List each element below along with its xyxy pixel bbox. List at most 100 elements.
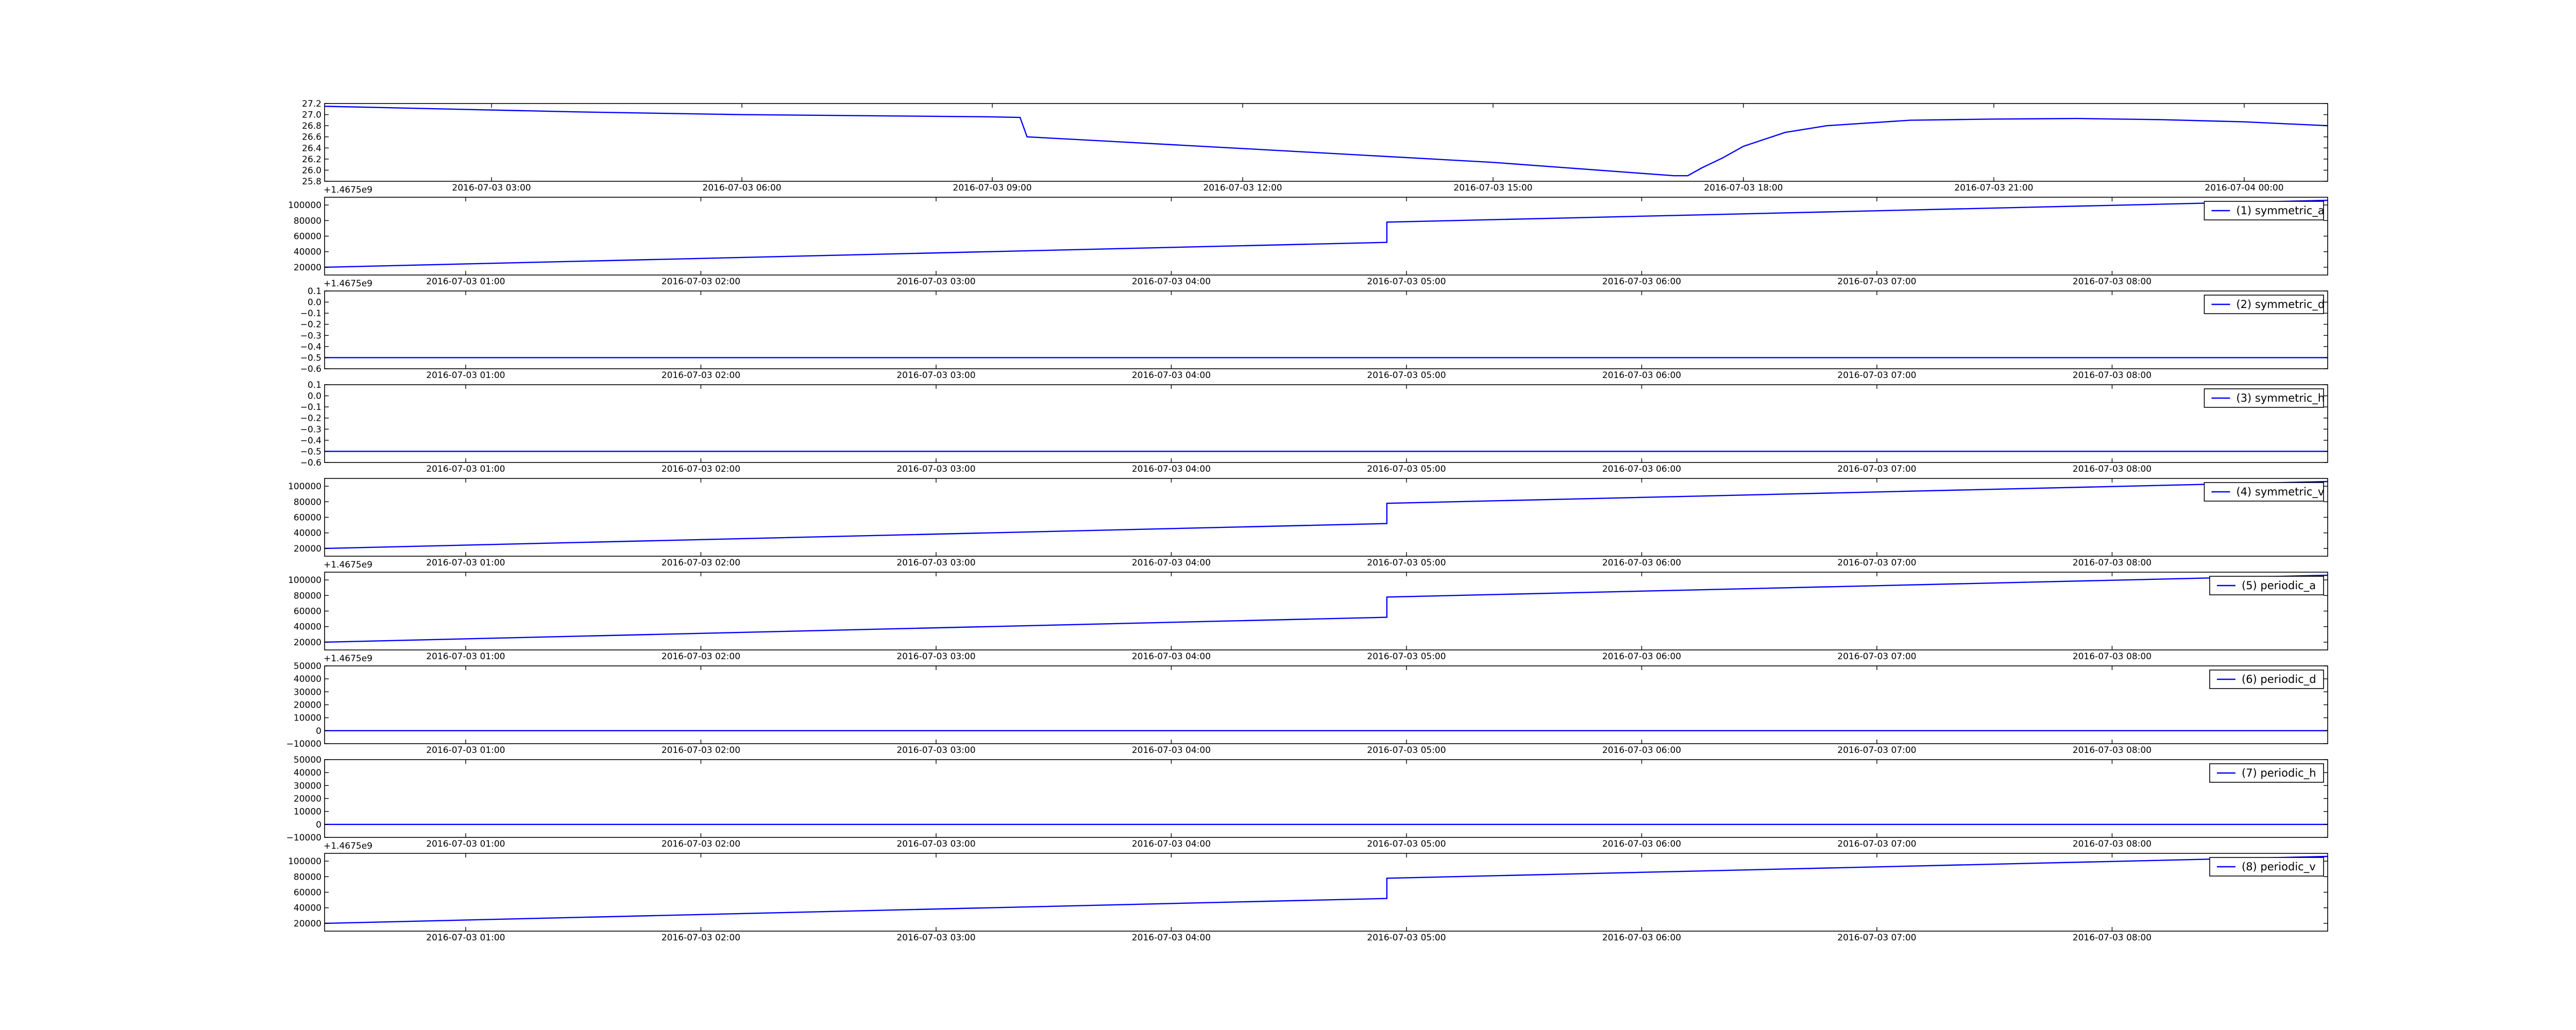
y-tick-label: −0.5	[300, 353, 321, 363]
y-tick-label: 60000	[294, 513, 321, 523]
y-tick-label: 20000	[294, 919, 321, 929]
y-tick-label: 26.8	[302, 121, 321, 131]
x-tick-label: 2016-07-03 21:00	[1954, 183, 2033, 193]
axes-frame	[324, 665, 2328, 744]
x-tick-label: 2016-07-03 01:00	[426, 277, 505, 287]
y-tick-label: −10000	[286, 833, 321, 843]
y-tick-label: 0.0	[308, 391, 321, 402]
x-tick-label: 2016-07-03 04:00	[1132, 464, 1211, 474]
series-line-2-1	[325, 199, 2328, 268]
x-tick-label: 2016-07-03 06:00	[1602, 933, 1681, 943]
x-tick-label: 2016-07-03 02:00	[662, 745, 740, 756]
x-tick-label: 2016-07-03 08:00	[2073, 277, 2151, 287]
legend-label: (6) periodic_d	[2242, 673, 2316, 686]
offset-label: +1.4675e9	[324, 654, 372, 664]
subplot-6: 2016-07-03 01:00 2016-07-03 02:00 2016-07-…	[288, 572, 2328, 664]
y-tick-label: 26.4	[302, 143, 321, 153]
x-tick-label: 2016-07-03 05:00	[1367, 839, 1446, 849]
x-tick-label: 2016-07-03 08:00	[2073, 651, 2151, 662]
x-tick-label: 2016-07-03 08:00	[2073, 464, 2151, 474]
x-tick-label: 2016-07-03 01:00	[426, 839, 505, 849]
legend: (3) symmetric_h	[2204, 388, 2325, 408]
legend: (2) symmetric_d	[2204, 295, 2325, 314]
legend: (7) periodic_h	[2209, 763, 2324, 783]
legend-label: (7) periodic_h	[2242, 767, 2316, 780]
x-tick-label: 2016-07-03 07:00	[1837, 558, 1916, 568]
x-tick-label: 2016-07-03 02:00	[662, 277, 740, 287]
y-tick-label: 0	[316, 820, 321, 830]
y-tick-label: 27.0	[302, 110, 321, 121]
x-tick-label: 2016-07-03 07:00	[1837, 745, 1916, 756]
x-tick-label: 2016-07-03 01:00	[426, 464, 505, 474]
legend: (6) periodic_d	[2209, 670, 2324, 689]
y-tick-label: 40000	[294, 247, 321, 258]
y-tick-label: −0.4	[300, 342, 321, 352]
y-tick-label: 26.0	[302, 165, 321, 176]
x-tick-label: 2016-07-03 06:00	[1602, 558, 1681, 568]
x-tick-label: 2016-07-03 02:00	[662, 651, 740, 662]
offset-label: +1.4675e9	[324, 841, 372, 851]
y-tick-label: 40000	[294, 528, 321, 539]
x-tick-label: 2016-07-03 03:00	[896, 558, 975, 568]
legend: (8) periodic_v	[2209, 857, 2324, 877]
axes-frame	[324, 759, 2328, 838]
x-tick-label: 2016-07-03 08:00	[2073, 370, 2151, 381]
x-tick-label: 2016-07-03 06:00	[1602, 464, 1681, 474]
x-tick-label: 2016-07-03 06:00	[702, 183, 781, 193]
y-tick-label: 27.2	[302, 99, 321, 109]
x-tick-label: 2016-07-03 02:00	[662, 839, 740, 849]
x-tick-label: 2016-07-03 06:00	[1602, 651, 1681, 662]
x-tick-label: 2016-07-03 12:00	[1203, 183, 1282, 193]
y-tick-label: −0.3	[300, 424, 321, 435]
y-tick-label: 0.0	[308, 298, 321, 308]
y-tick-label: 100000	[288, 200, 321, 211]
x-tick-label: 2016-07-03 08:00	[2073, 745, 2151, 756]
x-tick-label: 2016-07-03 18:00	[1704, 183, 1783, 193]
y-tick-label: 80000	[294, 591, 321, 601]
x-tick-label: 2016-07-03 03:00	[896, 839, 975, 849]
y-tick-label: −0.2	[300, 414, 321, 424]
x-tick-label: 2016-07-03 03:00	[452, 183, 531, 193]
x-tick-label: 2016-07-03 05:00	[1367, 651, 1446, 662]
y-tick-label: 80000	[294, 872, 321, 882]
y-tick-label: 60000	[294, 888, 321, 898]
series-line-9-1	[325, 855, 2328, 924]
x-tick-label: 2016-07-03 08:00	[2073, 558, 2151, 568]
y-tick-label: 25.8	[302, 177, 321, 187]
y-tick-label: −0.2	[300, 320, 321, 330]
x-tick-label: 2016-07-03 05:00	[1367, 558, 1446, 568]
y-tick-label: −0.6	[300, 364, 321, 374]
x-tick-label: 2016-07-03 04:00	[1132, 933, 1211, 943]
y-tick-label: 50000	[294, 755, 321, 765]
y-tick-label: −0.3	[300, 331, 321, 341]
y-tick-label: 30000	[294, 781, 321, 791]
y-tick-label: −0.1	[300, 308, 321, 319]
x-tick-label: 2016-07-03 04:00	[1132, 370, 1211, 381]
x-tick-label: 2016-07-03 01:00	[426, 651, 505, 662]
series-line-1-1	[325, 106, 2328, 177]
legend-label: (3) symmetric_h	[2236, 392, 2325, 405]
x-tick-label: 2016-07-03 05:00	[1367, 464, 1446, 474]
x-tick-label: 2016-07-03 03:00	[896, 651, 975, 662]
y-tick-label: 100000	[288, 575, 321, 586]
x-tick-label: 2016-07-03 08:00	[2073, 839, 2151, 849]
subplot-1: 2016-07-03 03:00 2016-07-03 06:00 2016-07-…	[302, 99, 2328, 195]
x-tick-label: 2016-07-03 04:00	[1132, 745, 1211, 756]
x-tick-label: 2016-07-03 07:00	[1837, 933, 1916, 943]
series-line-6-1	[325, 574, 2328, 643]
y-tick-label: 26.6	[302, 132, 321, 143]
x-tick-label: 2016-07-03 04:00	[1132, 558, 1211, 568]
y-tick-label: 0.1	[308, 286, 321, 297]
y-tick-label: 10000	[294, 713, 321, 724]
x-tick-label: 2016-07-03 03:00	[896, 277, 975, 287]
y-tick-label: 10000	[294, 807, 321, 817]
series-line-5-1	[325, 480, 2328, 550]
x-tick-label: 2016-07-03 06:00	[1602, 745, 1681, 756]
x-tick-label: 2016-07-03 04:00	[1132, 839, 1211, 849]
axes-frame	[324, 478, 2328, 557]
